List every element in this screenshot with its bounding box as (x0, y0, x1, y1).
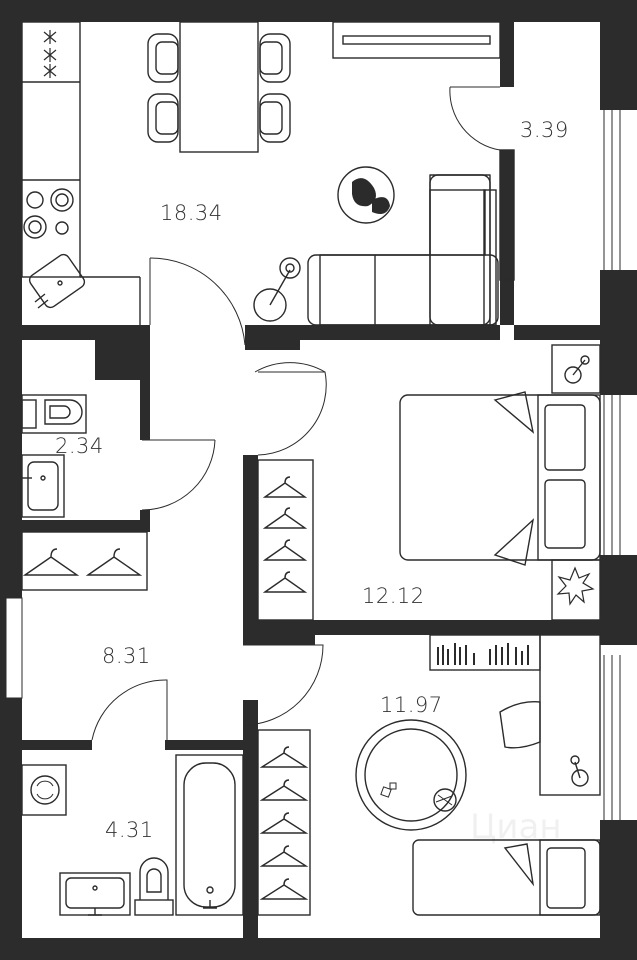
books-icon (437, 643, 529, 665)
bedside-lamp-icon (564, 355, 590, 384)
room-area-bathroom: 4.31 (105, 818, 154, 842)
double-bed-icon (399, 391, 601, 566)
hanger-icon (262, 476, 308, 593)
bathroom-sink-icon (59, 872, 131, 916)
desk-chair-icon (499, 701, 541, 749)
plant-icon (556, 566, 595, 606)
room-area-toilet: 2.34 (55, 434, 104, 458)
toilet-icon (134, 857, 174, 916)
room-area-second-room: 11.97 (380, 693, 443, 717)
room-bathroom (21, 754, 244, 916)
bathtub-icon (175, 754, 244, 916)
room-bedroom (254, 344, 601, 621)
air-conditioner-icon (332, 21, 501, 59)
kitchen-sink-icon (28, 253, 86, 309)
hanger-icon (22, 548, 143, 576)
washing-machine-icon (21, 764, 67, 816)
single-bed-icon (412, 839, 601, 916)
inner-walls (22, 22, 600, 940)
hanger-icon (259, 746, 309, 900)
sofa-icon (307, 174, 499, 326)
room-toilet (21, 394, 216, 518)
floor-lamp-icon (253, 257, 301, 322)
dining-table-icon (147, 21, 291, 153)
windows (5, 110, 637, 820)
desk-lamp-icon (570, 755, 589, 787)
room-living-kitchen (21, 21, 515, 346)
round-rug-icon (355, 719, 467, 831)
room-area-bedroom: 12.12 (362, 584, 425, 608)
freezer-icon (43, 30, 57, 78)
room-area-balcony: 3.39 (520, 118, 569, 142)
plant-icon (337, 166, 395, 224)
watermark: Циан (470, 807, 562, 847)
room-area-hallway: 8.31 (102, 644, 151, 668)
stove-icon (23, 188, 74, 239)
room-second (257, 634, 601, 916)
room-area-living-kitchen: 18.34 (160, 201, 223, 225)
room-hallway (21, 531, 324, 741)
